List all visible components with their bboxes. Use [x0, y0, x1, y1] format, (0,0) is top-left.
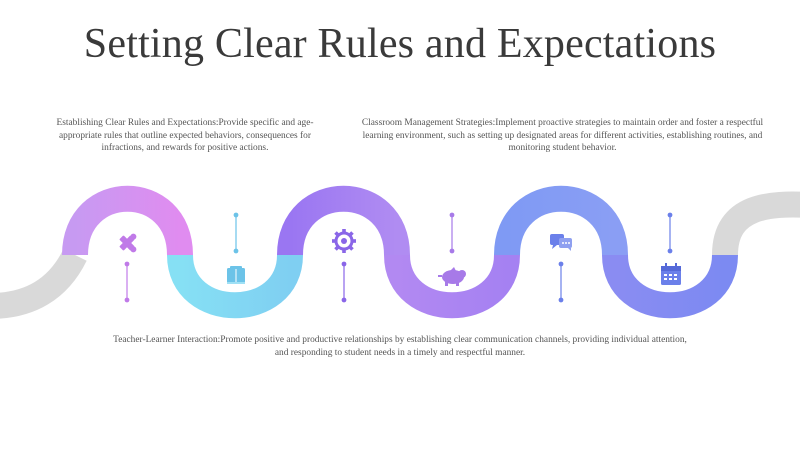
calendar-icon [661, 263, 681, 285]
page-title: Setting Clear Rules and Expectations [83, 21, 717, 67]
description-3-heading: Teacher-Learner Interaction: [113, 335, 221, 345]
chat-icon [550, 234, 572, 251]
piggy-bank-icon [438, 267, 466, 286]
track-gray-left [0, 248, 87, 319]
connector-3 [341, 261, 347, 303]
track-segment-4 [384, 253, 520, 319]
description-1-heading: Establishing Clear Rules and Expectation… [56, 118, 219, 128]
description-2-text: Implement proactive strategies to mainta… [362, 118, 764, 153]
description-1-text: Provide specific and age-appropriate rul… [59, 118, 314, 153]
description-3: Teacher-Learner Interaction:Promote posi… [110, 334, 690, 359]
connector-1 [124, 261, 130, 303]
gear-icon [332, 229, 356, 253]
track-gray-right [712, 191, 800, 256]
track-segment-1 [62, 185, 193, 256]
connector-4 [449, 212, 455, 254]
description-2-heading: Classroom Management Strategies: [361, 118, 496, 128]
track-segment-6 [602, 253, 738, 319]
description-3-text: Promote positive and productive relation… [220, 335, 687, 358]
track-segment-5 [494, 185, 628, 256]
connector-5 [558, 261, 564, 303]
description-2: Classroom Management Strategies:Implemen… [350, 117, 775, 155]
puzzle-icon [119, 233, 137, 253]
track-segment-3 [277, 185, 410, 256]
description-1: Establishing Clear Rules and Expectation… [40, 117, 330, 155]
connector-6 [667, 212, 673, 254]
connector-2 [233, 212, 239, 254]
track-segment-2 [167, 253, 303, 319]
book-icon [227, 266, 245, 284]
